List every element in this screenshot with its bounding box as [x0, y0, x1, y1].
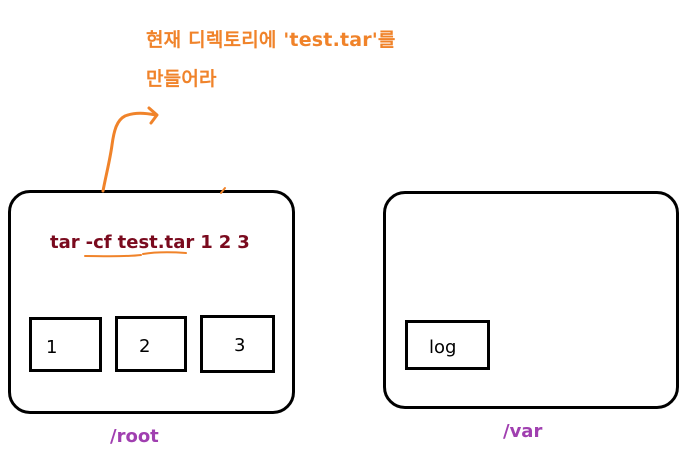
file-3-box: 3: [200, 315, 275, 373]
file-1-label: 1: [46, 337, 58, 358]
arrow-curve: [101, 111, 158, 193]
command-archive-name: test.tar: [117, 232, 195, 253]
command-option: -cf: [85, 232, 112, 253]
file-1-box: 1: [29, 317, 102, 372]
var-directory-box: [383, 191, 679, 409]
root-directory-label: /root: [110, 426, 159, 447]
command-arg-3: 3: [237, 232, 250, 253]
log-directory-box: log: [405, 320, 490, 370]
command-name: tar: [50, 232, 80, 253]
file-2-label: 2: [139, 336, 151, 357]
instruction-line-2: 만들어라: [146, 68, 217, 90]
log-label: log: [429, 337, 457, 358]
root-directory-box: [8, 190, 295, 414]
var-directory-label: /var: [503, 421, 543, 442]
command-arg-2: 2: [218, 232, 232, 253]
file-2-box: 2: [115, 316, 187, 372]
instruction-line-1: 현재 디렉토리에 'test.tar'를: [146, 29, 396, 51]
arrow-head-icon: [147, 106, 159, 125]
file-3-label: 3: [234, 335, 246, 356]
command-arg-1: 1: [200, 232, 213, 253]
